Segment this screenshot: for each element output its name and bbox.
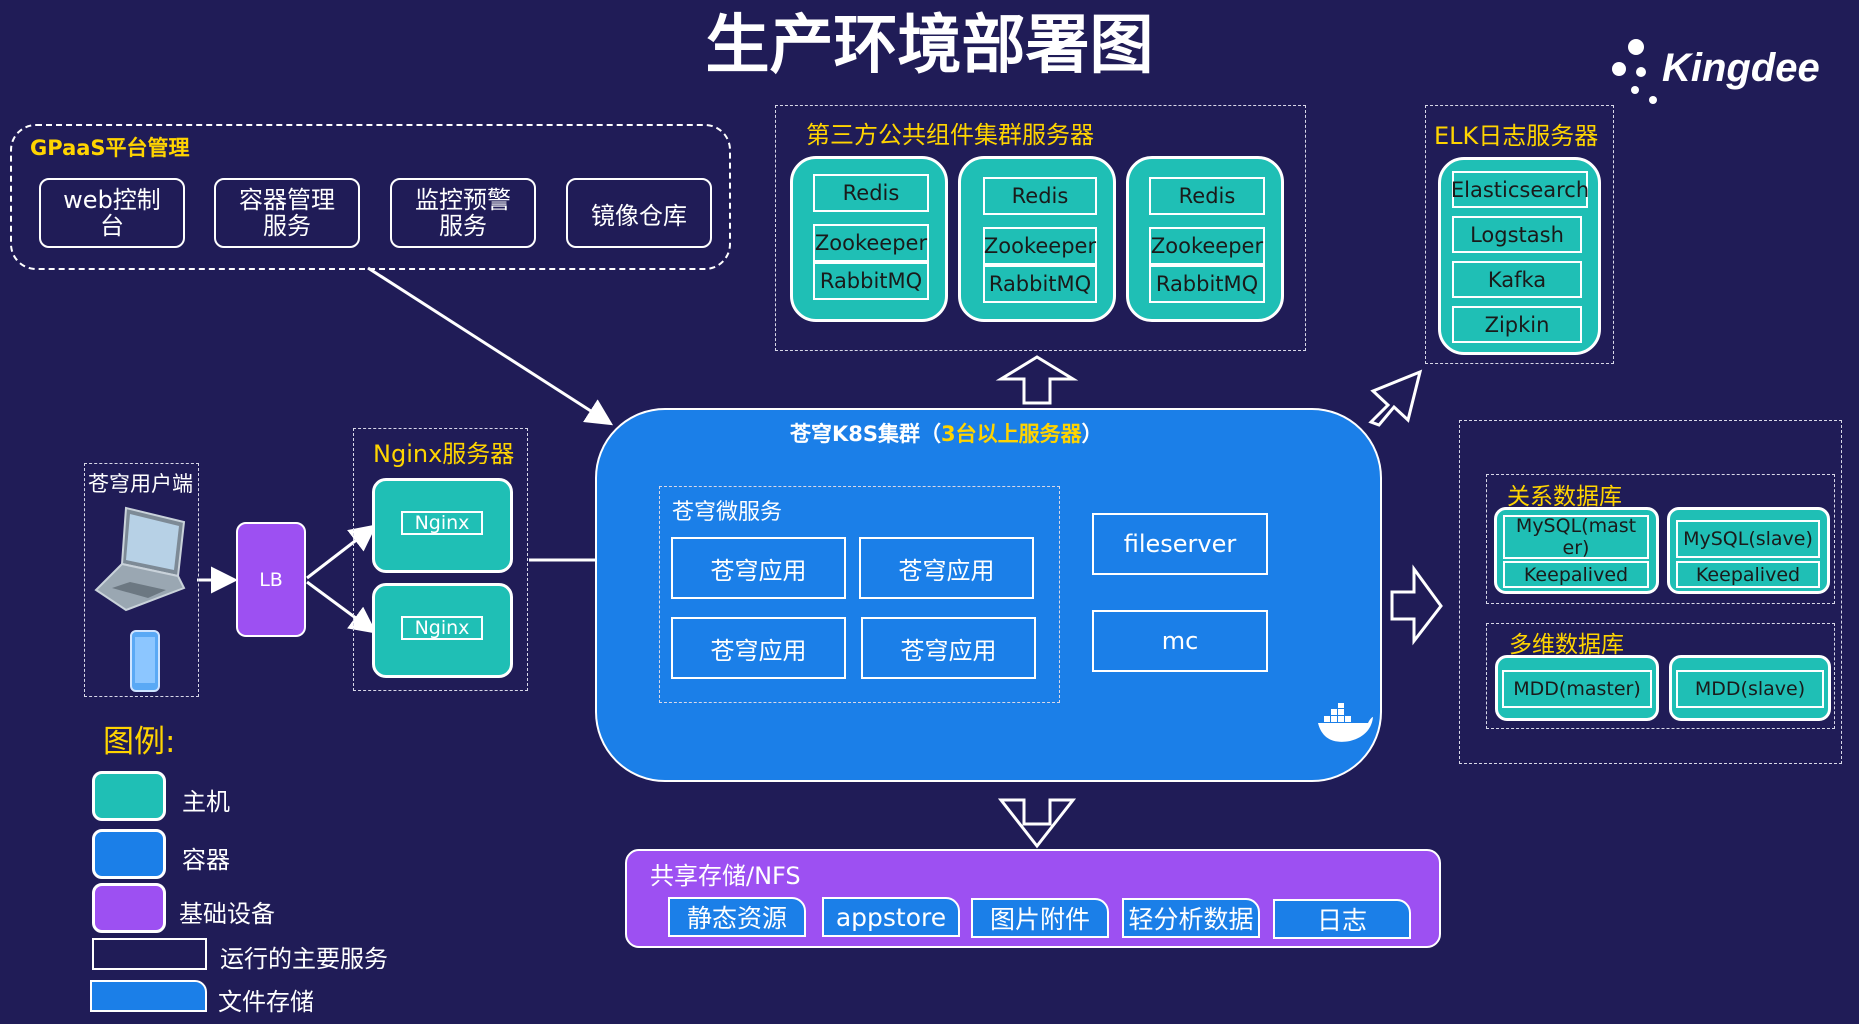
gpaas-label: GPaaS平台管理 [30,136,190,160]
image-registry-box: 镜像仓库 [566,178,712,248]
microservice-label: 苍穹微服务 [672,500,783,525]
redis-box: Redis [813,174,929,212]
nfs-label: 共享存储/NFS [650,862,801,890]
app-box: 苍穹应用 [671,537,846,599]
third-party-panel [775,105,1306,351]
k8s-cluster [595,408,1382,782]
elasticsearch-box: Elasticsearch [1451,171,1589,208]
app-box: 苍穹应用 [671,617,846,679]
kafka-box: Kafka [1452,261,1582,298]
app-box: 苍穹应用 [861,617,1036,679]
gpaas-panel [10,124,731,270]
mdd-master-box: MDD(master) [1502,670,1652,708]
component-host-3 [1126,156,1284,322]
component-host-1 [790,156,948,322]
fileserver-box: fileserver [1092,513,1268,575]
container-mgmt-box: 容器管理服务 [214,178,360,248]
legend-host-swatch [92,771,166,821]
zookeeper-box: Zookeeper [813,224,929,262]
appstore-box: appstore [822,897,960,937]
monitor-alert-box: 监控预警服务 [390,178,536,248]
mysql-slave-box: MySQL(slave) [1676,520,1820,558]
page-title: 生产环境部署图 [705,9,1154,83]
phone-icon [130,630,160,692]
elk-label: ELK日志服务器 [1434,122,1599,150]
rabbitmq-box: RabbitMQ [983,265,1097,303]
log-box: 日志 [1273,899,1411,939]
lb-box: LB [236,522,306,637]
static-resource-box: 静态资源 [668,897,806,937]
mdd-slave-host [1669,655,1831,721]
mc-box: mc [1092,610,1268,672]
image-attachment-box: 图片附件 [971,898,1109,938]
logstash-box: Logstash [1452,216,1582,253]
redis-box: Redis [1149,177,1265,215]
mdd-master-host [1495,655,1659,721]
zookeeper-box: Zookeeper [983,227,1097,265]
rabbitmq-box: RabbitMQ [813,262,929,300]
elk-panel [1425,105,1614,364]
kingdee-logo: Kingdee [1608,38,1838,110]
elk-host [1438,157,1601,355]
relational-db-panel [1486,474,1835,604]
redis-box: Redis [983,177,1097,215]
app-box: 苍穹应用 [859,537,1034,599]
zipkin-box: Zipkin [1452,306,1582,343]
logo-dots-icon [1612,39,1657,104]
logo-text: Kingdee [1662,46,1820,90]
mysql-master-box: MySQL(master) [1503,515,1649,559]
mdd-slave-box: MDD(slave) [1676,670,1824,708]
multidim-db-panel [1486,623,1835,729]
legend-service-swatch [92,938,207,970]
light-analysis-box: 轻分析数据 [1122,898,1260,938]
legend-infra-label: 基础设备 [179,900,275,928]
rabbitmq-box: RabbitMQ [1149,265,1265,303]
keepalived-box: Keepalived [1676,561,1820,588]
mysql-master-host [1494,507,1659,594]
client-label: 苍穹用户端 [88,472,193,496]
zookeeper-box: Zookeeper [1149,227,1265,265]
legend-service-label: 运行的主要服务 [220,945,388,973]
multidim-db-label: 多维数据库 [1509,632,1624,658]
third-party-label: 第三方公共组件集群服务器 [806,121,1094,149]
nginx-host-2 [372,583,513,678]
k8s-label: 苍穹K8S集群（3台以上服务器） [790,418,1103,448]
database-panel [1459,420,1842,764]
docker-whale-icon [1318,703,1373,742]
web-console-box: web控制台 [39,178,185,248]
nginx-panel [353,428,528,691]
laptop-icon [94,506,186,612]
legend-host-label: 主机 [182,788,230,816]
nginx-label: Nginx服务器 [373,440,515,468]
microservice-panel [659,486,1060,703]
legend-file-swatch [90,980,207,1012]
nginx-box: Nginx [401,511,483,535]
legend-infra-swatch [92,883,166,933]
k8s-label-c: ） [1081,422,1103,446]
k8s-label-b: 3台以上服务器 [941,422,1082,446]
nginx-host-1 [372,478,513,573]
legend-container-label: 容器 [182,846,230,874]
legend-container-swatch [92,829,166,879]
keepalived-box: Keepalived [1503,561,1649,588]
relational-db-label: 关系数据库 [1507,484,1622,510]
legend-file-label: 文件存储 [218,988,314,1016]
legend-title: 图例: [103,724,176,760]
client-panel [84,463,199,697]
k8s-label-a: 苍穹K8S集群（ [790,422,942,446]
nginx-box: Nginx [401,616,483,640]
